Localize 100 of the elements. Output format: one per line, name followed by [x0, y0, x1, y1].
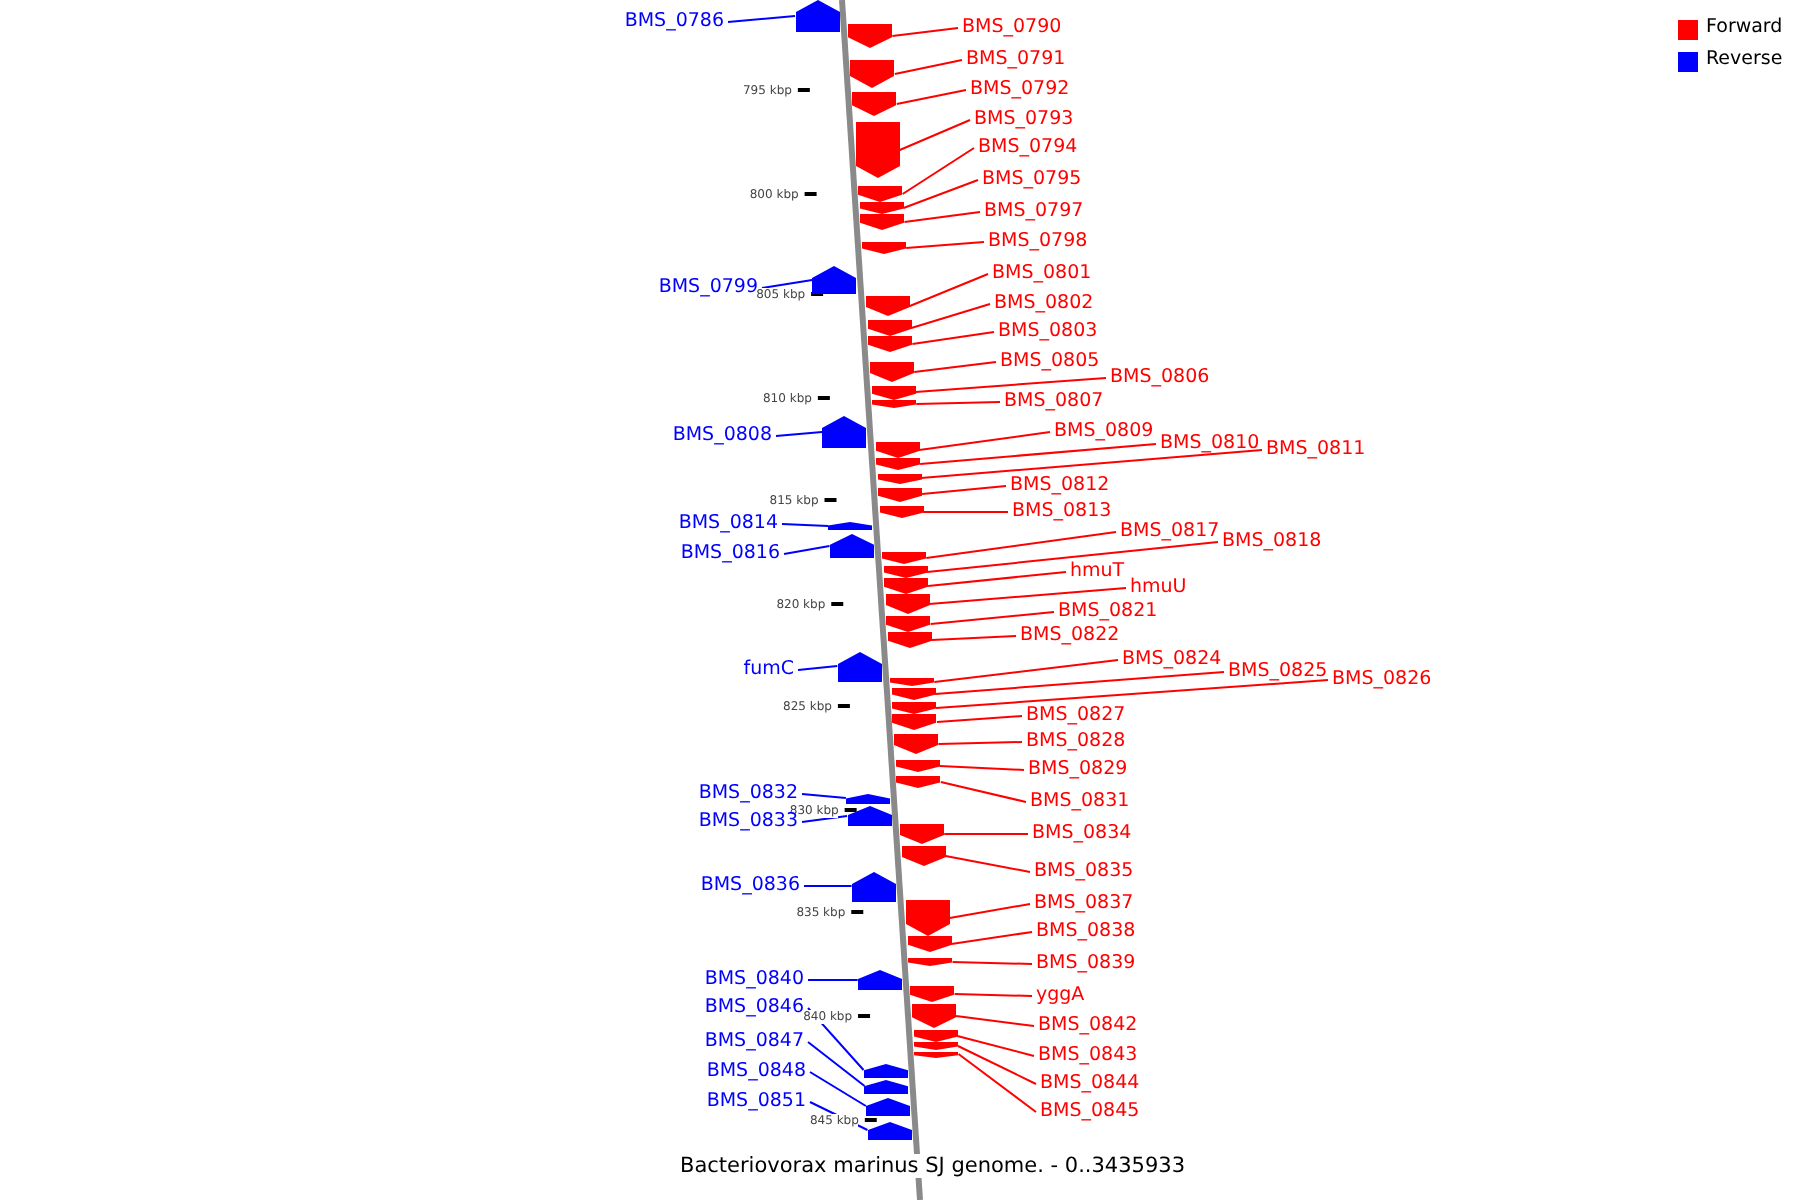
gene-feature [865, 296, 910, 316]
gene-label: BMS_0808 [672, 424, 772, 448]
gene-label: fumC [743, 658, 794, 682]
gene-feature [829, 534, 874, 558]
gene-label: BMS_0793 [974, 108, 1074, 132]
leader-line [898, 119, 971, 151]
gene-feature [870, 362, 915, 382]
gene-feature [872, 400, 917, 408]
leader-line [781, 523, 830, 527]
gene-label: BMS_0822 [1020, 624, 1120, 648]
gene-label: BMS_0794 [978, 136, 1078, 160]
gene-feature [879, 506, 924, 518]
gene-feature [892, 714, 937, 730]
legend-label: Forward [1706, 16, 1783, 40]
gene-feature [890, 678, 935, 686]
gene-feature [875, 442, 920, 458]
leader-line [927, 571, 1067, 587]
leader-line [930, 635, 1017, 641]
gene-feature [863, 1063, 908, 1077]
gene-label: BMS_0810 [1160, 432, 1260, 456]
leader-line [727, 15, 797, 23]
gene-feature [910, 986, 955, 1002]
gene-label: BMS_0843 [1038, 1044, 1138, 1068]
leader-line [925, 531, 1117, 559]
gene-label: BMS_0813 [1012, 500, 1112, 524]
gene-feature [913, 1042, 958, 1050]
gene-label: BMS_0847 [704, 1030, 804, 1054]
gene-feature [884, 578, 929, 594]
gene-feature [855, 122, 900, 178]
gene-label: BMS_0809 [1054, 420, 1154, 444]
leader-line [915, 401, 1001, 405]
gene-label: BMS_0807 [1004, 390, 1104, 414]
gene-label: hmuT [1070, 560, 1125, 584]
gene-label: BMS_0817 [1120, 520, 1220, 544]
gene-feature [867, 1121, 912, 1139]
leader-line [956, 1035, 1035, 1057]
gene-feature [882, 552, 927, 564]
gene-feature [851, 871, 896, 901]
leader-line [801, 793, 847, 799]
gene-label: BMS_0825 [1228, 660, 1328, 684]
leader-line [761, 279, 814, 289]
gene-label: yggA [1036, 984, 1085, 1008]
leader-line [928, 587, 1127, 605]
leader-line [951, 961, 1033, 965]
gene-feature [896, 776, 941, 788]
gene-label: BMS_0838 [1036, 920, 1136, 944]
gene-feature [867, 320, 912, 336]
gene-feature [901, 846, 946, 866]
gene-label: hmuU [1130, 576, 1187, 600]
gene-label: BMS_0842 [1038, 1014, 1138, 1038]
gene-feature [876, 458, 921, 470]
gene-label: BMS_0811 [1266, 438, 1366, 462]
leader-line [935, 679, 1329, 709]
leader-line [933, 659, 1119, 683]
leader-line [914, 377, 1107, 393]
gene-label: BMS_0839 [1036, 952, 1136, 976]
gene-label: BMS_0790 [962, 16, 1062, 40]
gene-feature [886, 616, 931, 632]
leader-line [903, 211, 981, 223]
leader-line [807, 979, 859, 981]
gene-label: BMS_0812 [1010, 474, 1110, 498]
gene-feature [914, 1051, 959, 1057]
gene-label: BMS_0799 [658, 276, 758, 300]
gene-label: BMS_0828 [1026, 730, 1126, 754]
gene-label: BMS_0826 [1332, 668, 1432, 692]
gene-feature [892, 702, 936, 714]
leader-line [809, 1071, 867, 1107]
leader-line [807, 1041, 866, 1087]
leader-line [919, 443, 1157, 465]
leader-line [908, 273, 989, 307]
gene-label: BMS_0834 [1032, 822, 1132, 846]
leader-line [910, 303, 991, 329]
leader-line [935, 715, 1023, 723]
gene-label: BMS_0803 [998, 320, 1098, 344]
gene-label: BMS_0835 [1034, 860, 1134, 884]
leader-line [783, 545, 831, 555]
gene-label: BMS_0798 [988, 230, 1088, 254]
gene-feature [900, 824, 945, 844]
gene-label: BMS_0802 [994, 292, 1094, 316]
leader-line [948, 903, 1031, 919]
gene-label: BMS_0818 [1222, 530, 1322, 554]
leader-line [797, 665, 839, 671]
leader-line [955, 1015, 1035, 1027]
leader-line [938, 765, 1025, 771]
gene-feature [859, 202, 904, 214]
leader-line [921, 485, 1007, 495]
leader-line [913, 361, 997, 373]
gene-feature [894, 734, 939, 754]
leader-line [920, 449, 1263, 479]
gene-feature [848, 24, 893, 48]
gene-label: BMS_0786 [624, 10, 724, 34]
gene-feature [862, 242, 907, 254]
gene-label: BMS_0827 [1026, 704, 1126, 728]
gene-feature [908, 958, 953, 966]
gene-feature [877, 473, 922, 483]
leader-line [957, 1053, 1037, 1113]
gene-label: BMS_0831 [1030, 790, 1130, 814]
leader-line [911, 331, 995, 345]
leader-line [905, 241, 985, 249]
gene-feature [812, 266, 857, 294]
